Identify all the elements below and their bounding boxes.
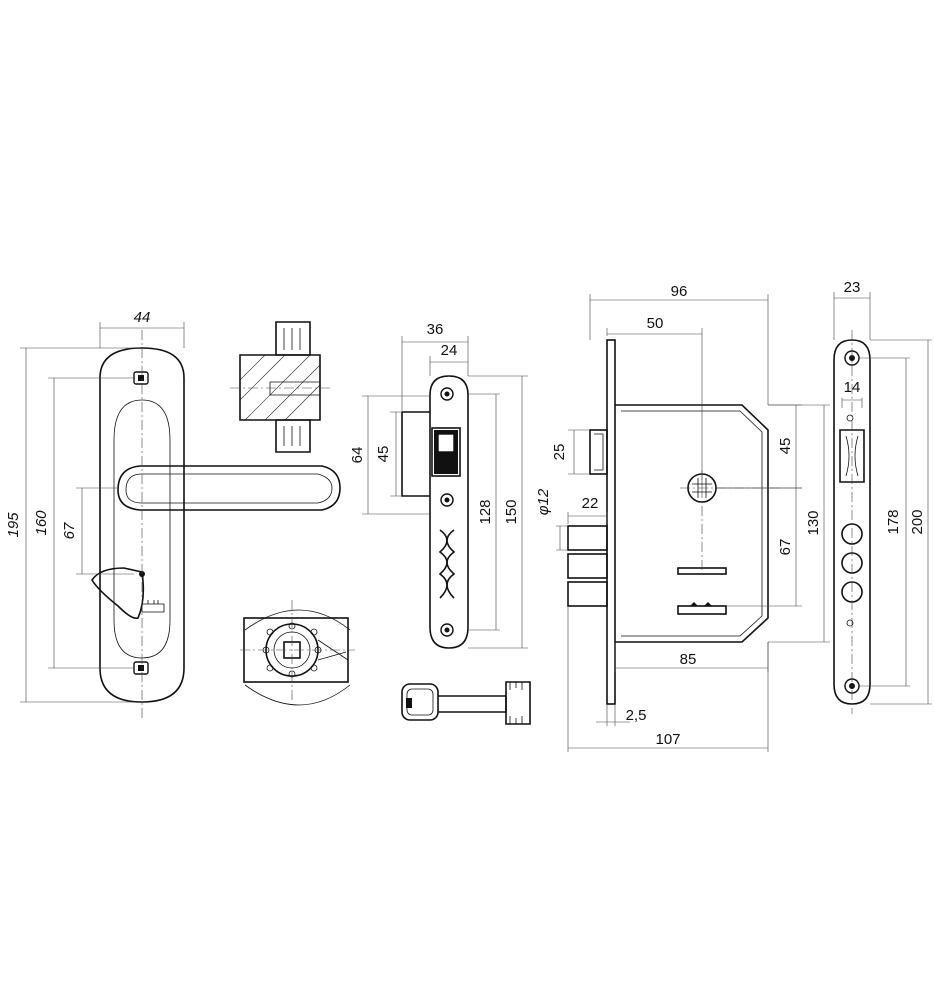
dim-lock-bolt-diameter: φ12 <box>535 488 552 515</box>
faceplate-front-view: 23 14 178 200 <box>833 279 932 714</box>
dim-lock-bolt-projection: 22 <box>582 495 599 512</box>
dim-lock-backset: 50 <box>647 315 664 332</box>
dim-handle-total-height: 195 <box>5 512 22 538</box>
dim-lock-faceplate-thickness: 2,5 <box>626 707 647 724</box>
dim-lock-total-width: 96 <box>671 283 688 300</box>
dim-faceplate-width: 23 <box>844 279 861 296</box>
dim-handle-axis-offset: 67 <box>61 522 78 539</box>
dim-strike-width: 36 <box>427 321 444 338</box>
dim-lock-latch-height: 25 <box>551 444 568 461</box>
dim-lock-upper-offset: 45 <box>777 438 794 455</box>
dim-faceplate-total-height: 200 <box>909 509 926 534</box>
strike-plate: 36 24 64 45 128 150 <box>349 321 528 649</box>
dim-strike-length-inner: 128 <box>477 499 494 524</box>
handle-assembly: 44 195 160 67 <box>5 309 341 720</box>
key-drawing <box>401 681 531 725</box>
dim-faceplate-screw-spacing: 178 <box>885 509 902 534</box>
dim-strike-height-inner: 45 <box>375 446 392 463</box>
dim-handle-screw-spacing: 160 <box>33 510 50 536</box>
dim-lock-center-distance: 67 <box>777 539 794 556</box>
dim-lock-body-height: 130 <box>805 510 822 535</box>
dim-lock-body-width: 85 <box>680 651 697 668</box>
dim-strike-height-outer: 64 <box>349 447 366 464</box>
cylinder-detail-view <box>240 600 355 706</box>
dim-lock-total-depth: 107 <box>655 731 680 748</box>
dim-faceplate-slot-width: 14 <box>844 379 861 396</box>
dim-strike-offset: 24 <box>441 342 458 359</box>
cylinder-section-view <box>230 321 330 453</box>
lock-body: 96 50 25 φ12 22 45 67 130 85 2,5 107 <box>535 283 830 752</box>
dim-strike-length-outer: 150 <box>503 499 520 524</box>
dim-handle-width: 44 <box>134 309 151 326</box>
